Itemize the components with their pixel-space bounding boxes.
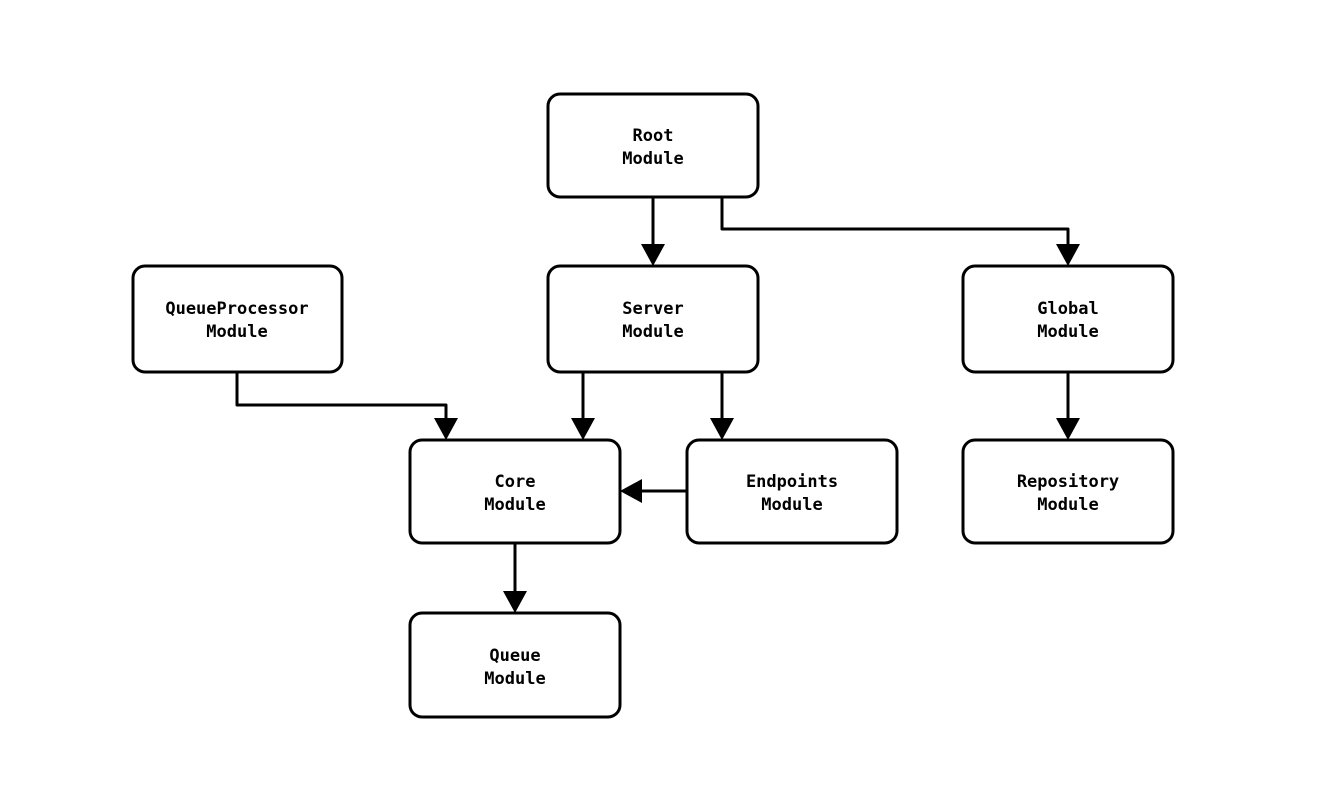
edge-root-to-global-arrowhead: [1056, 244, 1080, 266]
edge-root-to-server-arrowhead: [641, 244, 665, 266]
node-core-module-box[interactable]: [408, 438, 622, 545]
edge-server-to-endpoints-arrowhead: [710, 418, 734, 440]
node-endpoints-module-label-line1: Endpoints: [746, 472, 838, 492]
node-server-module[interactable]: Server Module: [546, 264, 760, 374]
node-queue-module[interactable]: Queue Module: [408, 611, 622, 719]
node-root-module-box[interactable]: [546, 92, 760, 199]
node-server-module-label-line2: Module: [622, 322, 683, 342]
edge-endpoints-to-core-arrowhead: [620, 479, 642, 503]
edge-global-to-repository-arrowhead: [1056, 418, 1080, 440]
node-root-module-label-line1: Root: [633, 126, 674, 146]
node-queue-module-box[interactable]: [408, 611, 622, 719]
node-repository-module-label-line1: Repository: [1017, 472, 1119, 492]
node-global-module[interactable]: Global Module: [961, 264, 1175, 374]
node-server-module-label-line1: Server: [622, 299, 683, 319]
edge-queueprocessor-to-core-arrowhead: [434, 418, 458, 440]
node-root-module[interactable]: Root Module: [546, 92, 760, 199]
node-core-module-label-line2: Module: [484, 495, 545, 515]
node-core-module[interactable]: Core Module: [408, 438, 622, 545]
node-repository-module-box[interactable]: [961, 438, 1175, 545]
node-queue-module-label-line1: Queue: [489, 646, 540, 666]
edge-server-to-core-arrowhead: [571, 418, 595, 440]
node-global-module-label-line1: Global: [1037, 299, 1098, 319]
node-repository-module-label-line2: Module: [1037, 495, 1098, 515]
edge-root-to-global-line: [720, 197, 1070, 250]
node-endpoints-module-box[interactable]: [685, 438, 899, 545]
edge-core-to-queue-arrowhead: [503, 591, 527, 613]
node-repository-module[interactable]: Repository Module: [961, 438, 1175, 545]
edge-root-to-server: [641, 197, 665, 266]
edge-global-to-repository: [1056, 372, 1080, 440]
node-core-module-label-line1: Core: [495, 472, 536, 492]
edge-server-to-core: [571, 372, 595, 440]
node-queueprocessor-module-label-line2: Module: [206, 322, 267, 342]
node-endpoints-module-label-line2: Module: [761, 495, 822, 515]
edge-queueprocessor-to-core-line: [235, 372, 448, 424]
edge-core-to-queue: [503, 543, 527, 613]
node-queueprocessor-module-label-line1: QueueProcessor: [165, 299, 308, 319]
node-queueprocessor-module[interactable]: QueueProcessor Module: [131, 264, 344, 374]
node-global-module-label-line2: Module: [1037, 322, 1098, 342]
node-global-module-box[interactable]: [961, 264, 1175, 374]
node-root-module-label-line2: Module: [622, 149, 683, 169]
edge-server-to-endpoints: [710, 372, 734, 440]
node-endpoints-module[interactable]: Endpoints Module: [685, 438, 899, 545]
node-server-module-box[interactable]: [546, 264, 760, 374]
edge-endpoints-to-core: [620, 479, 687, 503]
node-queueprocessor-module-box[interactable]: [131, 264, 344, 374]
edge-root-to-global: [720, 197, 1080, 266]
edge-queueprocessor-to-core: [235, 372, 458, 440]
node-queue-module-label-line2: Module: [484, 669, 545, 689]
